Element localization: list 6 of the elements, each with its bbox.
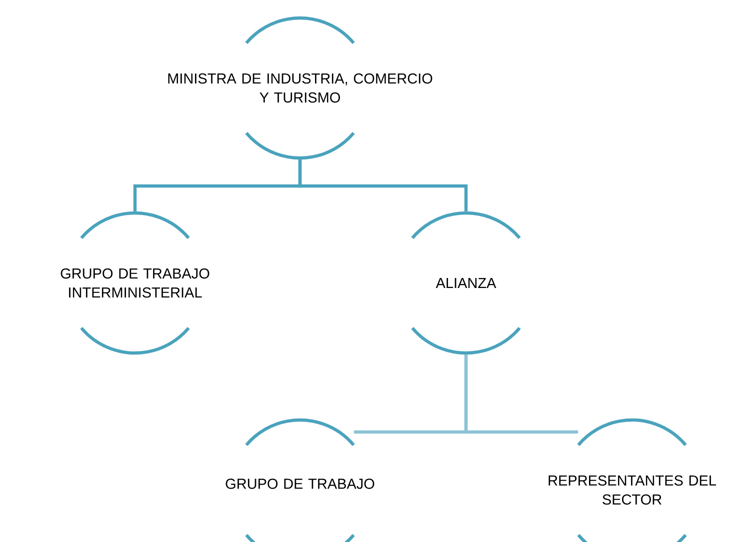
arc-circle-node: GRUPO DE TRABAJO (226, 418, 374, 542)
arc-circle-node: MINISTRA DE INDUSTRIA, COMERCIO Y TURISMO (168, 16, 432, 160)
arc-circle-node: REPRESENTANTES DEL SECTOR (548, 418, 716, 542)
arc-circle-node: GRUPO DE TRABAJO INTERMINISTERIAL (60, 211, 210, 355)
connector-line (298, 160, 468, 212)
connector-line (464, 354, 578, 434)
